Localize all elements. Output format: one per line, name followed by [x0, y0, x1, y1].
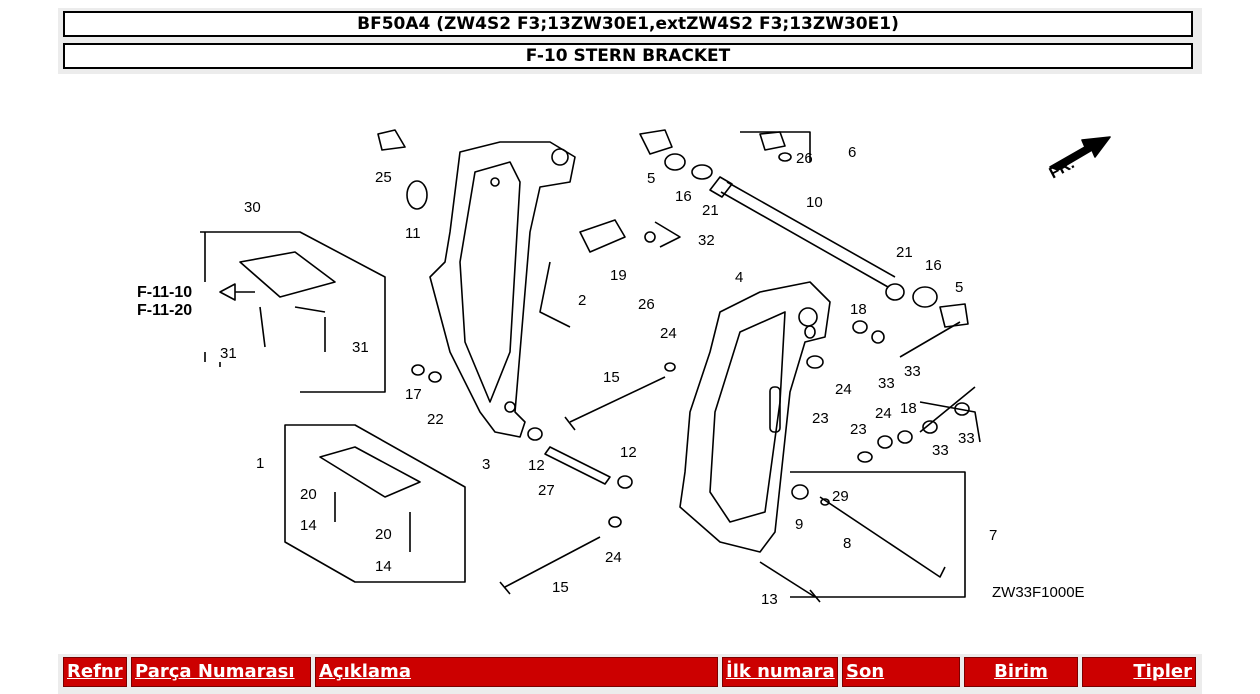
callout-13: 13 [761, 591, 778, 608]
callout-2: 2 [578, 292, 586, 309]
tilt-rod [819, 496, 946, 578]
tilt-shaft [720, 181, 896, 288]
callout-29: 29 [832, 488, 849, 505]
callout-15b: 15 [552, 579, 569, 596]
callout-25: 25 [375, 169, 392, 186]
callout-24d: 24 [875, 405, 892, 422]
ref-f-11-10[interactable]: F-11-10 [137, 284, 192, 301]
header-panel: BF50A4 (ZW4S2 F3;13ZW30E1,extZW4S2 F3;13… [58, 8, 1202, 74]
callout-33d: 33 [958, 430, 975, 447]
callout-24a: 24 [660, 325, 677, 342]
callout-1: 1 [256, 455, 264, 472]
section-title: F-10 STERN BRACKET [63, 43, 1193, 69]
callout-23b: 23 [850, 421, 867, 438]
callout-10: 10 [806, 194, 823, 211]
callout-14a: 14 [300, 517, 317, 534]
ref-f-11-20[interactable]: F-11-20 [137, 302, 192, 319]
callout-16b: 16 [925, 257, 942, 274]
callout-15a: 15 [603, 369, 620, 386]
col-description[interactable]: Açıklama [315, 657, 718, 687]
callout-20a: 20 [300, 486, 317, 503]
callout-8: 8 [843, 535, 851, 552]
callout-22: 22 [427, 411, 444, 428]
callout-24c: 24 [835, 381, 852, 398]
callout-18a: 18 [850, 301, 867, 318]
callout-12b: 12 [620, 444, 637, 461]
callout-20b: 20 [375, 526, 392, 543]
callout-21a: 21 [702, 202, 719, 219]
callout-28: 26 [638, 296, 655, 313]
stern-bracket-left [429, 141, 576, 438]
callout-17: 17 [405, 386, 422, 403]
callout-6: 6 [848, 144, 856, 161]
callout-5b: 5 [955, 279, 963, 296]
sleeve-27 [544, 446, 611, 485]
callout-18b: 18 [900, 400, 917, 417]
callout-4: 3 [482, 456, 490, 473]
callout-31b: 31 [352, 339, 369, 356]
callout-16a: 16 [675, 188, 692, 205]
callout-33c: 33 [932, 442, 949, 459]
parts-table-header: Refnr Parça Numarası Açıklama İlk numara… [58, 654, 1202, 694]
col-unit[interactable]: Birim [964, 657, 1078, 687]
callout-11: 11 [405, 225, 421, 242]
callout-30: 30 [244, 199, 261, 216]
callout-24b: 24 [605, 549, 622, 566]
callout-5a: 5 [647, 170, 655, 187]
callout-31a: 31 [220, 345, 237, 362]
callout-27: 27 [538, 482, 555, 499]
callout-23a: 23 [812, 410, 829, 427]
stern-bracket-right [679, 281, 831, 553]
col-refnr[interactable]: Refnr [63, 657, 127, 687]
diagram-code: ZW33F1000E [992, 584, 1085, 601]
callout-19: 19 [610, 267, 627, 284]
callout-33a: 33 [878, 375, 895, 392]
col-first-number[interactable]: İlk numara [722, 657, 838, 687]
col-part-number[interactable]: Parça Numarası [131, 657, 311, 687]
callout-32: 32 [698, 232, 715, 249]
callout-14b: 14 [375, 558, 392, 575]
bolt-15-upper [569, 376, 666, 423]
callout-7: 7 [989, 527, 997, 544]
parts-diagram: 25 11 30 31 31 17 22 3 12 12 27 1 20 14 … [137, 129, 1111, 608]
callout-12a: 12 [528, 457, 545, 474]
col-last[interactable]: Son [842, 657, 960, 687]
model-title: BF50A4 (ZW4S2 F3;13ZW30E1,extZW4S2 F3;13… [63, 11, 1193, 37]
callout-33b: 33 [904, 363, 921, 380]
bolt-15-lower [504, 536, 601, 588]
callout-21b: 21 [896, 244, 913, 261]
callout-9: 9 [795, 516, 803, 533]
callout-26: 26 [796, 150, 813, 167]
callout-3: 4 [735, 269, 743, 286]
col-types[interactable]: Tipler [1082, 657, 1196, 687]
